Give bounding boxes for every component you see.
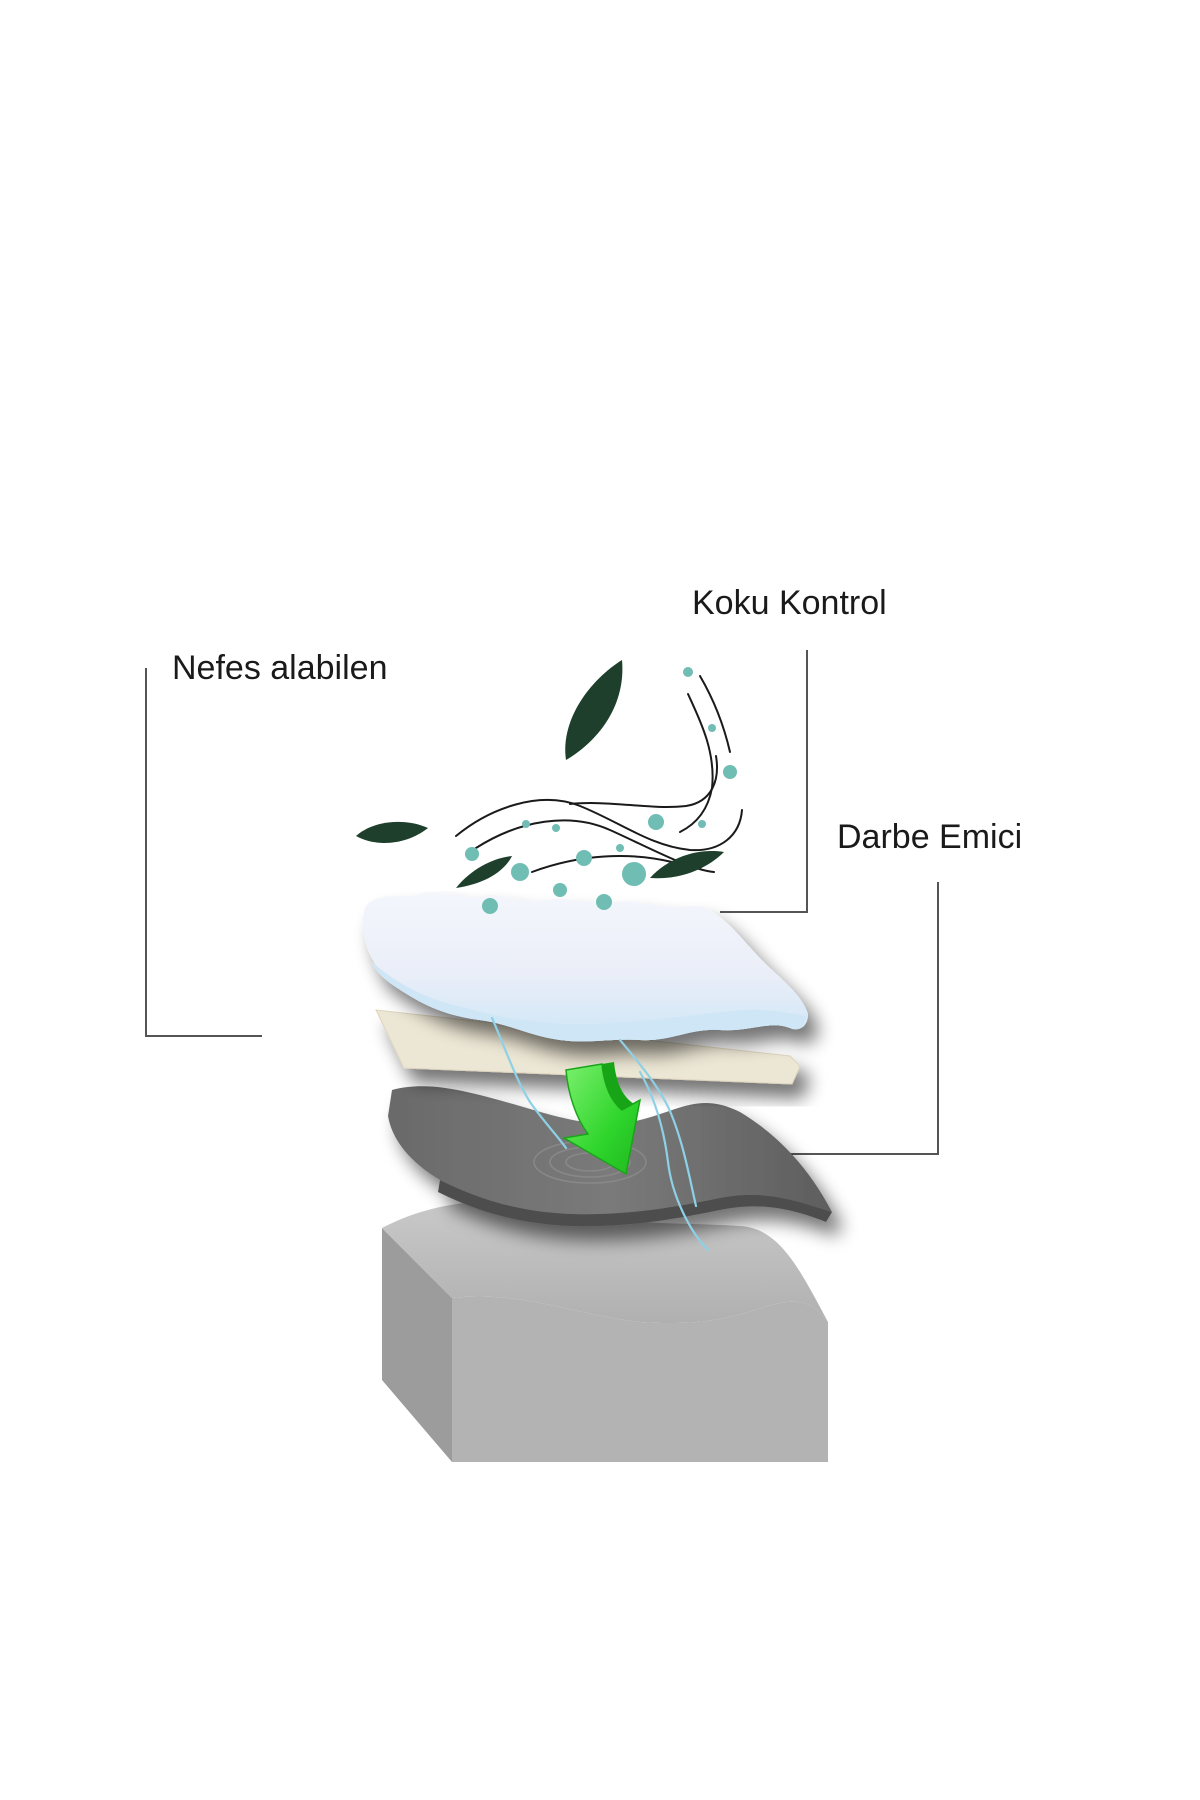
callout-line-odor-control [720, 650, 808, 913]
label-breathable: Nefes alabilen [172, 649, 388, 687]
top-breathable-layer [363, 892, 808, 1042]
odor-particles [465, 667, 737, 914]
label-odor-control: Koku Kontrol [692, 584, 887, 622]
leaf-icon [356, 660, 724, 888]
wicking-threads [490, 1016, 710, 1252]
foam-block [382, 1201, 828, 1462]
liner-layer [375, 1009, 801, 1085]
label-shock-absorber: Darbe Emici [837, 818, 1023, 856]
down-arrow-icon [561, 1062, 642, 1176]
callout-line-breathable [145, 668, 262, 1037]
callout-line-shock-absorber [738, 882, 939, 1155]
